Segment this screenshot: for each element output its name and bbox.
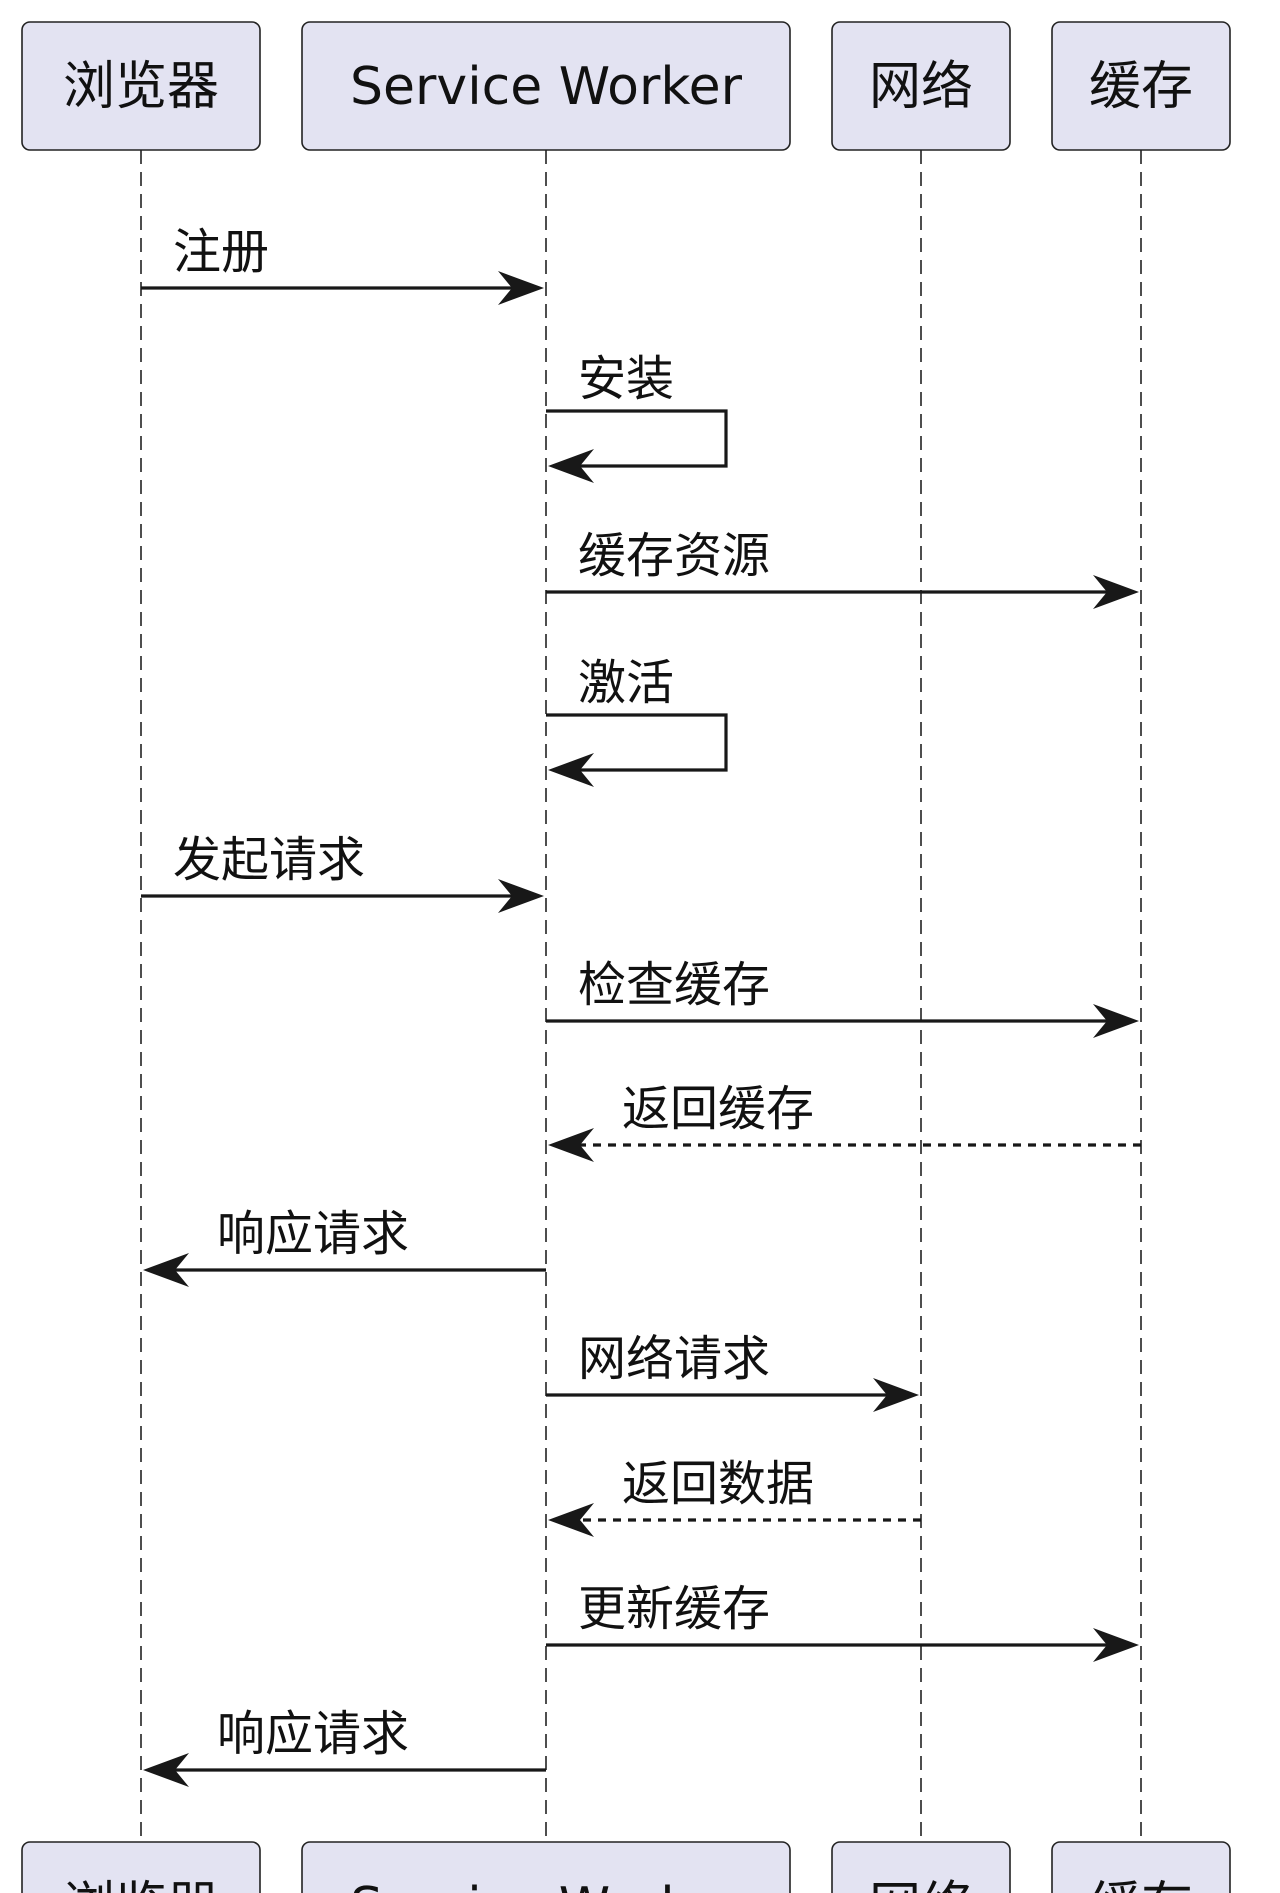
arrowhead [498, 271, 544, 305]
message-1: 注册 [141, 224, 544, 305]
message-label: 网络请求 [578, 1331, 770, 1387]
participant-label: 缓存 [1089, 1877, 1193, 1893]
participant-browser-top: 浏览器 [21, 21, 261, 151]
message-2: 安装 [546, 351, 728, 483]
arrowhead [1093, 575, 1139, 609]
participant-box [301, 21, 791, 151]
message-label: 发起请求 [173, 832, 365, 888]
self-message-line [546, 409, 728, 468]
arrowhead [498, 879, 544, 913]
participant-box [301, 1841, 791, 1893]
message-3: 缓存资源 [546, 528, 1139, 609]
participant-label: 网络 [869, 57, 973, 117]
message-label: 返回数据 [622, 1456, 814, 1512]
participant-box [831, 1841, 1011, 1893]
message-8: 响应请求 [143, 1206, 546, 1287]
arrowhead [548, 1503, 594, 1537]
message-10: 返回数据 [548, 1456, 921, 1537]
message-7: 返回缓存 [548, 1081, 1141, 1162]
participants-top: 浏览器 Service Worker 网络 缓存 [21, 21, 1231, 151]
participant-label: Service Worker [350, 1877, 743, 1893]
message-label: 更新缓存 [578, 1581, 770, 1637]
message-6: 检查缓存 [546, 957, 1139, 1038]
lifelines [140, 150, 1142, 1842]
participants-bottom: 浏览器 Service Worker 网络 缓存 [21, 1841, 1231, 1893]
participant-cache-bottom: 缓存 [1051, 1841, 1231, 1893]
message-4: 激活 [546, 655, 728, 787]
arrowhead [1093, 1628, 1139, 1662]
participant-browser-bottom: 浏览器 [21, 1841, 261, 1893]
message-9: 网络请求 [546, 1331, 919, 1412]
message-12: 响应请求 [143, 1706, 546, 1787]
message-label: 安装 [578, 351, 674, 407]
message-label: 激活 [578, 655, 674, 711]
participant-sw-bottom: Service Worker [301, 1841, 791, 1893]
participant-box [1051, 21, 1231, 151]
participant-label: Service Worker [350, 57, 743, 117]
message-11: 更新缓存 [546, 1581, 1139, 1662]
participant-box [831, 21, 1011, 151]
message-label: 注册 [173, 224, 269, 280]
participant-sw-top: Service Worker [301, 21, 791, 151]
arrowhead [548, 1128, 594, 1162]
participant-box [21, 21, 261, 151]
self-message-line [546, 713, 728, 772]
participant-network-bottom: 网络 [831, 1841, 1011, 1893]
message-label: 响应请求 [217, 1706, 409, 1762]
message-label: 检查缓存 [578, 957, 770, 1013]
arrowhead [1093, 1004, 1139, 1038]
participant-label: 网络 [869, 1877, 973, 1893]
message-label: 缓存资源 [578, 528, 770, 584]
participant-box [1051, 1841, 1231, 1893]
arrowhead [143, 1253, 189, 1287]
message-5: 发起请求 [141, 832, 544, 913]
participant-label: 缓存 [1089, 57, 1193, 117]
arrowhead [873, 1378, 919, 1412]
message-label: 返回缓存 [622, 1081, 814, 1137]
arrowhead [548, 449, 594, 483]
arrowhead [548, 753, 594, 787]
arrowhead [143, 1753, 189, 1787]
participant-label: 浏览器 [63, 57, 219, 117]
participant-cache-top: 缓存 [1051, 21, 1231, 151]
message-label: 响应请求 [217, 1206, 409, 1262]
participant-label: 浏览器 [63, 1877, 219, 1893]
participant-network-top: 网络 [831, 21, 1011, 151]
participant-box [21, 1841, 261, 1893]
messages: 注册安装缓存资源激活发起请求检查缓存返回缓存响应请求网络请求返回数据更新缓存响应… [141, 224, 1141, 1787]
